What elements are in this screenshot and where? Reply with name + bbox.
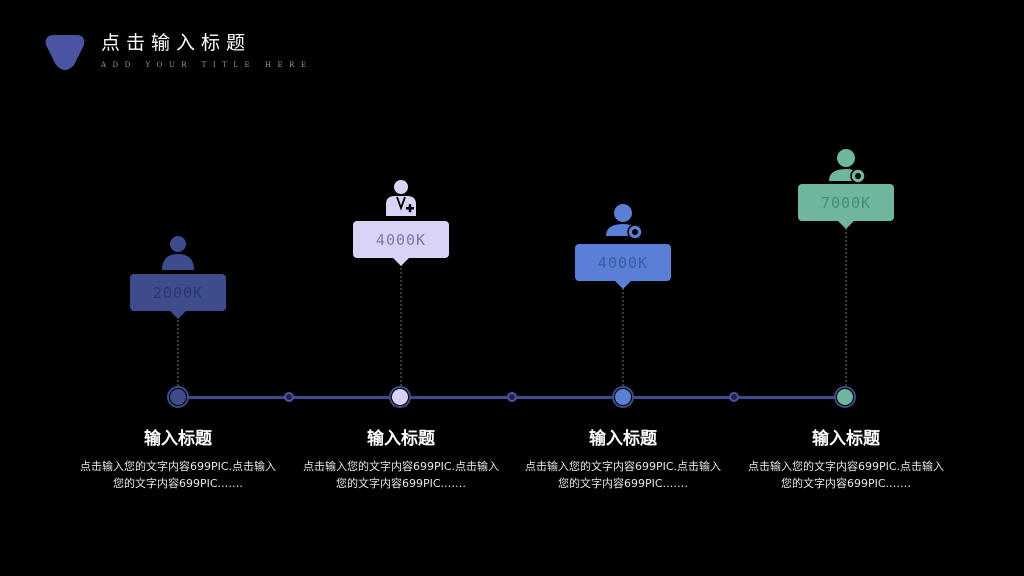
step-title: 输入标题 <box>589 429 657 449</box>
step-title: 输入标题 <box>144 429 212 449</box>
value-label: 7000K <box>820 193 872 212</box>
value-label: 4000K <box>597 253 649 272</box>
doctor-icon <box>386 180 416 216</box>
step-description: 点击输入您的文字内容699PIC.点击输入您的文字内容699PIC.…… <box>524 460 722 490</box>
callout-tail <box>393 258 409 266</box>
timeline-dot <box>284 392 294 402</box>
timeline-node-1 <box>167 386 189 408</box>
callout-tail <box>838 221 854 229</box>
step-title: 输入标题 <box>812 429 880 449</box>
timeline-node-3 <box>612 386 634 408</box>
value-label: 4000K <box>375 230 427 249</box>
logo-icon <box>45 35 85 70</box>
step-description: 点击输入您的文字内容699PIC.点击输入您的文字内容699PIC.…… <box>79 460 277 490</box>
timeline-node-4 <box>834 386 856 408</box>
user-icon <box>162 236 194 270</box>
page-title: 点击输入标题 <box>101 32 252 54</box>
step-description: 点击输入您的文字内容699PIC.点击输入您的文字内容699PIC.…… <box>747 460 945 490</box>
timeline-node-2 <box>389 386 411 408</box>
timeline-dot <box>507 392 517 402</box>
step-connector <box>177 312 179 386</box>
value-label: 2000K <box>152 283 204 302</box>
step-description: 点击输入您的文字内容699PIC.点击输入您的文字内容699PIC.…… <box>302 460 500 490</box>
step-connector <box>622 283 624 386</box>
user-star-icon <box>829 149 866 184</box>
step-connector <box>400 260 402 386</box>
value-box-2: 4000K <box>353 221 449 266</box>
value-box-1: 2000K <box>130 274 226 319</box>
value-box-4: 7000K <box>798 184 894 229</box>
value-box-3: 4000K <box>575 244 671 289</box>
callout-tail <box>170 311 186 319</box>
page-subtitle: ADD YOUR TITLE HERE <box>101 61 313 69</box>
user-star-icon <box>606 204 643 240</box>
timeline-dot <box>729 392 739 402</box>
callout-tail <box>615 281 631 289</box>
step-connector <box>845 223 847 386</box>
step-title: 输入标题 <box>367 429 435 449</box>
